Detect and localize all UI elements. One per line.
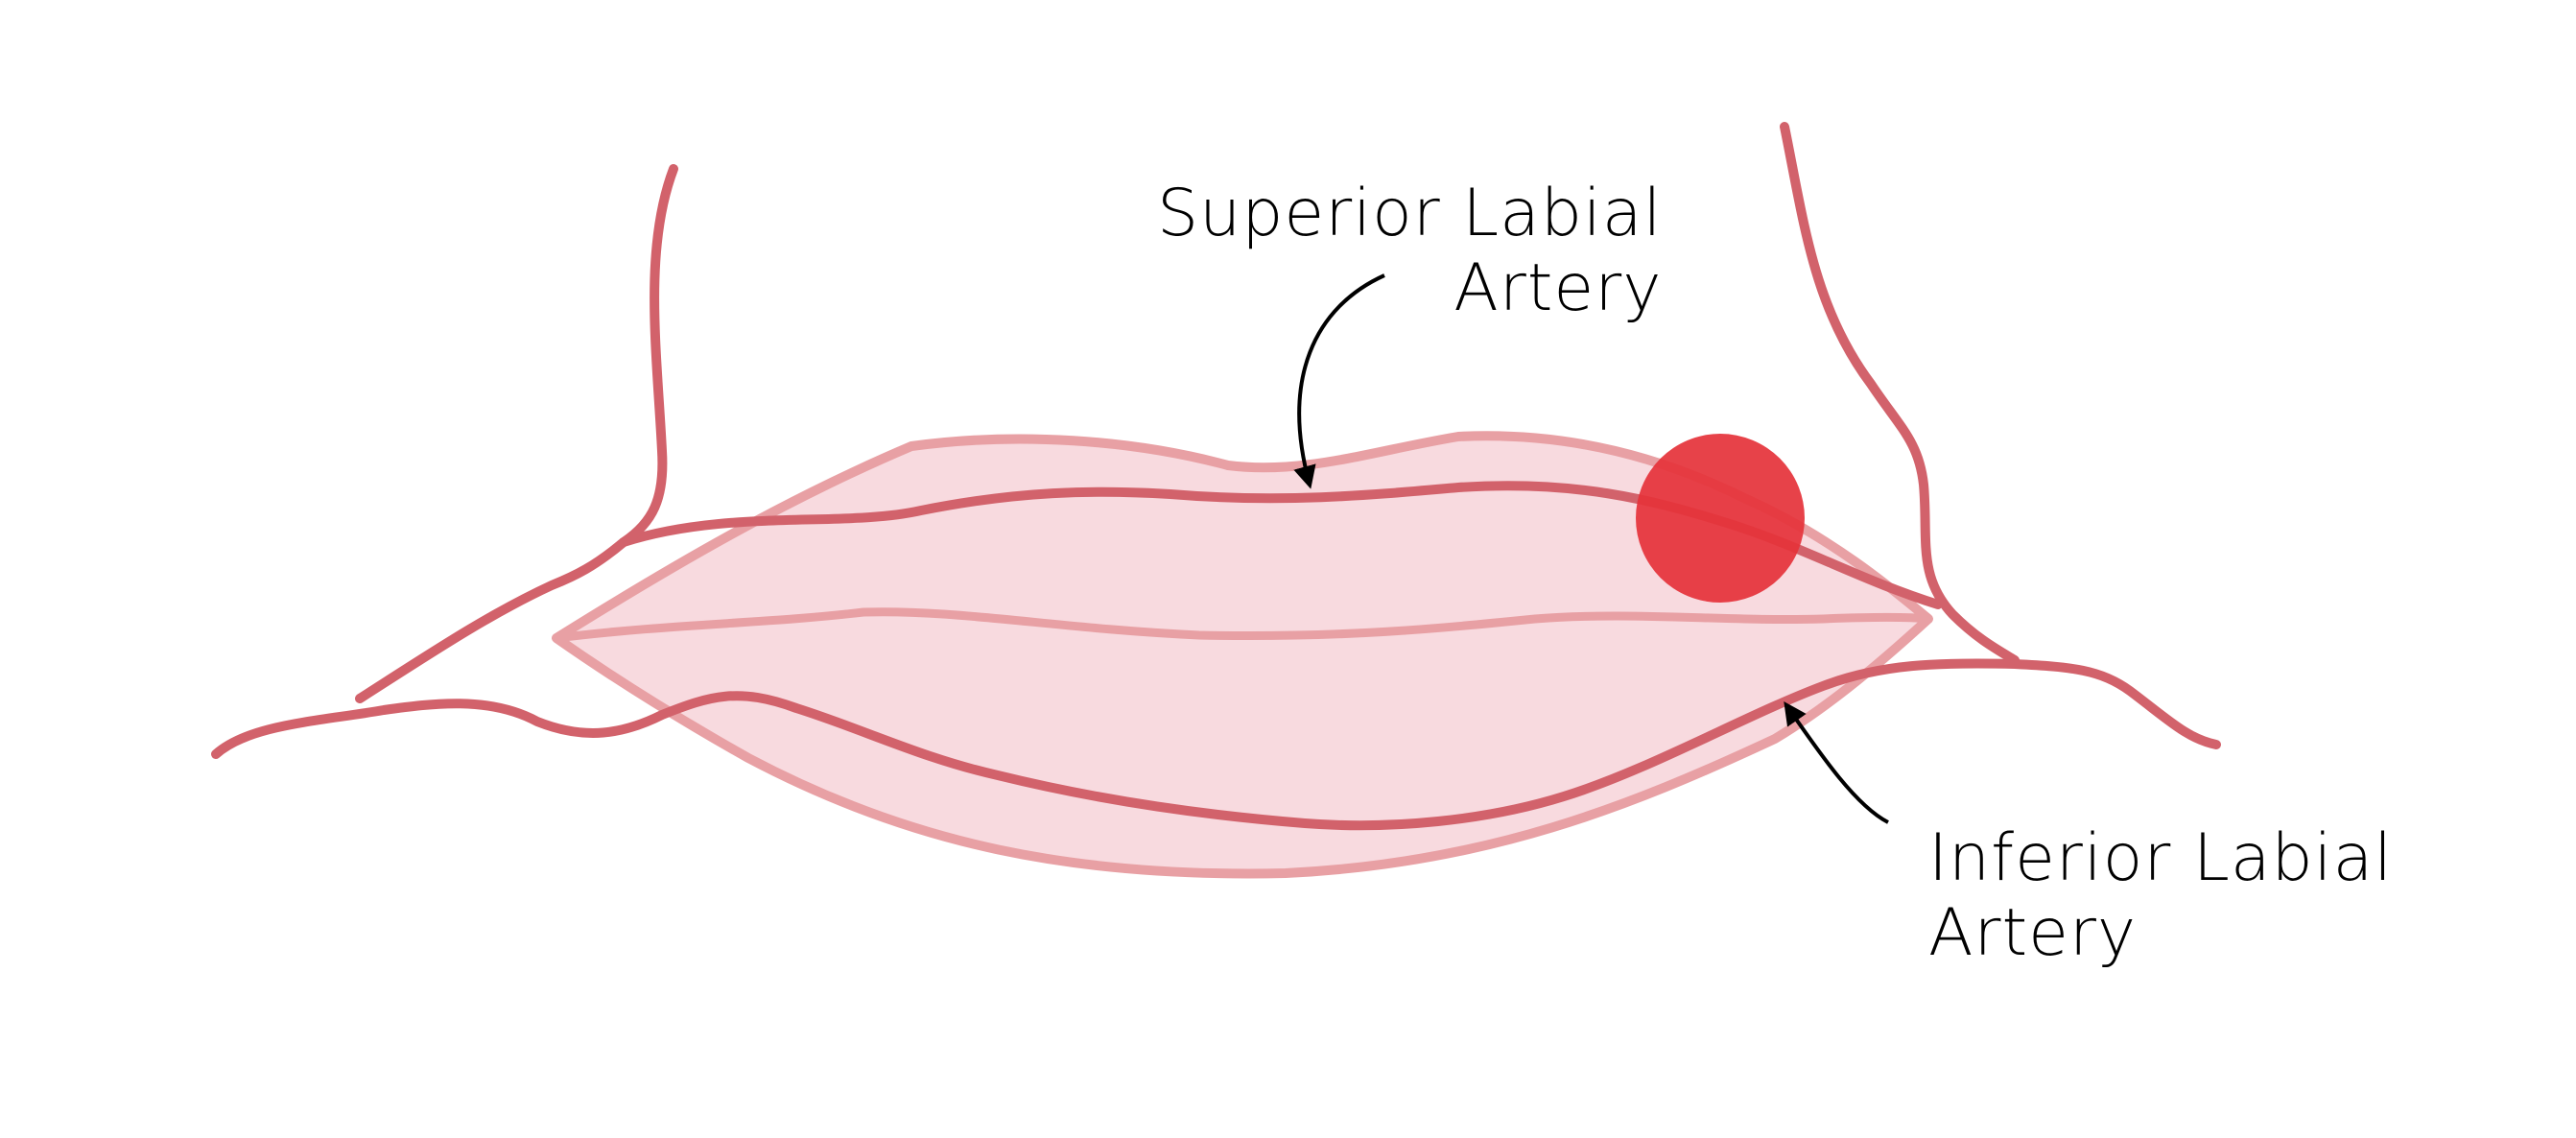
inferior-label-arrow — [1784, 701, 1889, 824]
inferior-labial-artery — [211, 658, 2221, 831]
superior-label-line-2: Artery — [1453, 250, 1663, 326]
inferior-label-line-2: Artery — [1928, 895, 2138, 971]
lip-seam — [552, 607, 1933, 643]
superior-label-line-1: Superior Labial — [1157, 176, 1663, 251]
inferior-label-line-1: Inferior Labial — [1928, 820, 2394, 896]
upper-left-vessel — [355, 164, 678, 703]
right-vessel — [1780, 122, 2020, 665]
superior-labial-artery-label: Superior Labial Artery — [1157, 177, 1662, 326]
superior-label-arrow — [1293, 273, 1385, 489]
injection-site-marker — [1636, 434, 1805, 603]
inferior-labial-artery-label: Inferior Labial Artery — [1928, 821, 2393, 971]
